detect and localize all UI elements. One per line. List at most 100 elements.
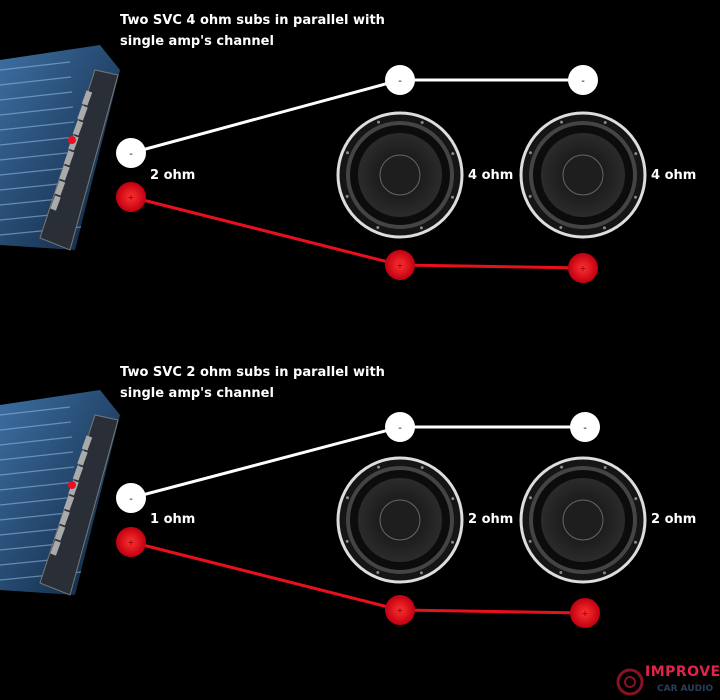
speaker-bolt bbox=[634, 497, 638, 501]
amp-terminal-block bbox=[81, 435, 93, 451]
amp-terminal-block bbox=[72, 120, 84, 136]
amp-terminal-block bbox=[50, 540, 61, 556]
speaker-bolt bbox=[419, 226, 423, 230]
speaker-bolt bbox=[420, 465, 424, 469]
amplifier bbox=[0, 45, 120, 251]
negative-terminal-sign: - bbox=[129, 494, 133, 505]
amp-led bbox=[68, 481, 76, 489]
negative-terminal-sign: - bbox=[398, 423, 402, 434]
speaker-bolt bbox=[451, 497, 455, 501]
amp-terminal-block bbox=[63, 495, 75, 511]
sub-impedance-label: 4 ohm bbox=[651, 168, 697, 183]
heatsink-fin bbox=[0, 406, 71, 416]
amp-terminal-block bbox=[59, 510, 70, 526]
sub-impedance-label: 2 ohm bbox=[468, 512, 514, 527]
amp-endplate bbox=[39, 414, 119, 596]
negative-terminal bbox=[116, 138, 146, 168]
positive-terminal bbox=[116, 527, 146, 557]
positive-terminal bbox=[116, 182, 146, 212]
speaker-bolt bbox=[634, 152, 638, 156]
speaker-bolt bbox=[451, 152, 455, 156]
heatsink-fin bbox=[0, 151, 77, 161]
speaker-bolt bbox=[528, 194, 532, 198]
amp-terminal-block bbox=[77, 450, 88, 466]
amp-terminal-block bbox=[59, 165, 70, 181]
speaker-bolt bbox=[603, 465, 607, 469]
sub-impedance-label: 4 ohm bbox=[468, 168, 514, 183]
heatsink-fin bbox=[0, 61, 71, 71]
heatsink-fin bbox=[0, 136, 76, 146]
speaker-bolt bbox=[559, 571, 563, 575]
negative-terminal-sign: - bbox=[583, 423, 587, 434]
speaker-bolt bbox=[345, 151, 349, 155]
heatsink-fin bbox=[0, 466, 75, 476]
positive-terminal-sign: + bbox=[128, 193, 135, 202]
diagram-2-title: Two SVC 2 ohm subs in parallel with sing… bbox=[120, 362, 385, 404]
positive-terminal bbox=[385, 250, 415, 280]
title-line: single amp's channel bbox=[120, 34, 274, 49]
speaker-bolt bbox=[560, 120, 564, 124]
amp-terminal-block bbox=[63, 150, 75, 166]
positive-terminal bbox=[568, 253, 598, 283]
title-line: Two SVC 2 ohm subs in parallel with bbox=[120, 365, 385, 380]
amp-load-label: 2 ohm bbox=[150, 168, 196, 183]
positive-terminal-sign: + bbox=[128, 538, 135, 547]
heatsink-fin bbox=[0, 451, 74, 461]
logo-subtext: CAR AUDIO bbox=[657, 684, 714, 694]
speaker-bolt bbox=[451, 540, 455, 544]
heatsink-fin bbox=[0, 481, 76, 491]
amp-terminal-block bbox=[72, 465, 84, 481]
subwoofer bbox=[519, 111, 647, 239]
speaker-bolt bbox=[603, 120, 607, 124]
speaker-logo-icon bbox=[616, 668, 644, 696]
heatsink-fin bbox=[0, 91, 73, 101]
speaker-bolt bbox=[420, 120, 424, 124]
subwoofer bbox=[336, 111, 464, 239]
title-line: Two SVC 4 ohm subs in parallel with bbox=[120, 13, 385, 28]
negative-terminal bbox=[570, 412, 600, 442]
negative-terminal-sign: - bbox=[581, 76, 585, 87]
diagram-2: - - - + + + bbox=[0, 390, 647, 628]
diagram-1-title: Two SVC 4 ohm subs in parallel with sing… bbox=[120, 10, 385, 52]
subwoofer bbox=[336, 456, 464, 584]
improve-car-audio-logo: IMPROVE CAR AUDIO bbox=[615, 662, 720, 700]
heatsink-fin bbox=[0, 121, 75, 131]
speaker-bolt bbox=[376, 571, 380, 575]
speaker-dustcap bbox=[379, 499, 421, 541]
amp-terminal-block bbox=[54, 525, 66, 541]
speaker-bolt bbox=[528, 151, 532, 155]
negative-terminal-sign: - bbox=[398, 76, 402, 87]
negative-terminal bbox=[385, 412, 415, 442]
amp-load-label: 1 ohm bbox=[150, 512, 196, 527]
positive-terminal-sign: + bbox=[582, 609, 589, 618]
speaker-dustcap bbox=[379, 154, 421, 196]
positive-terminal-sign: + bbox=[580, 264, 587, 273]
speaker-bolt bbox=[345, 496, 349, 500]
heatsink-fin bbox=[0, 106, 74, 116]
heatsink-fin bbox=[0, 496, 77, 506]
logo-text: IMPROVE bbox=[645, 664, 720, 680]
negative-terminal-sign: - bbox=[129, 149, 133, 160]
speaker-bolt bbox=[602, 571, 606, 575]
heatsink-fin bbox=[0, 421, 72, 431]
negative-terminal bbox=[568, 65, 598, 95]
sub-impedance-label: 2 ohm bbox=[651, 512, 697, 527]
title-line: single amp's channel bbox=[120, 386, 274, 401]
heatsink-fin bbox=[0, 76, 72, 86]
speaker-bolt bbox=[634, 195, 638, 199]
amp-terminal-block bbox=[81, 90, 93, 106]
negative-terminal bbox=[116, 483, 146, 513]
speaker-bolt bbox=[377, 465, 381, 469]
speaker-dustcap bbox=[562, 499, 604, 541]
speaker-bolt bbox=[451, 195, 455, 199]
speaker-bolt bbox=[345, 194, 349, 198]
amp-terminal-block bbox=[50, 195, 61, 211]
speaker-dustcap bbox=[562, 154, 604, 196]
speaker-bolt bbox=[528, 539, 532, 543]
positive-terminal-sign: + bbox=[397, 606, 404, 615]
amp-led bbox=[68, 136, 76, 144]
amp-terminal-block bbox=[77, 105, 88, 121]
subwoofer bbox=[519, 456, 647, 584]
